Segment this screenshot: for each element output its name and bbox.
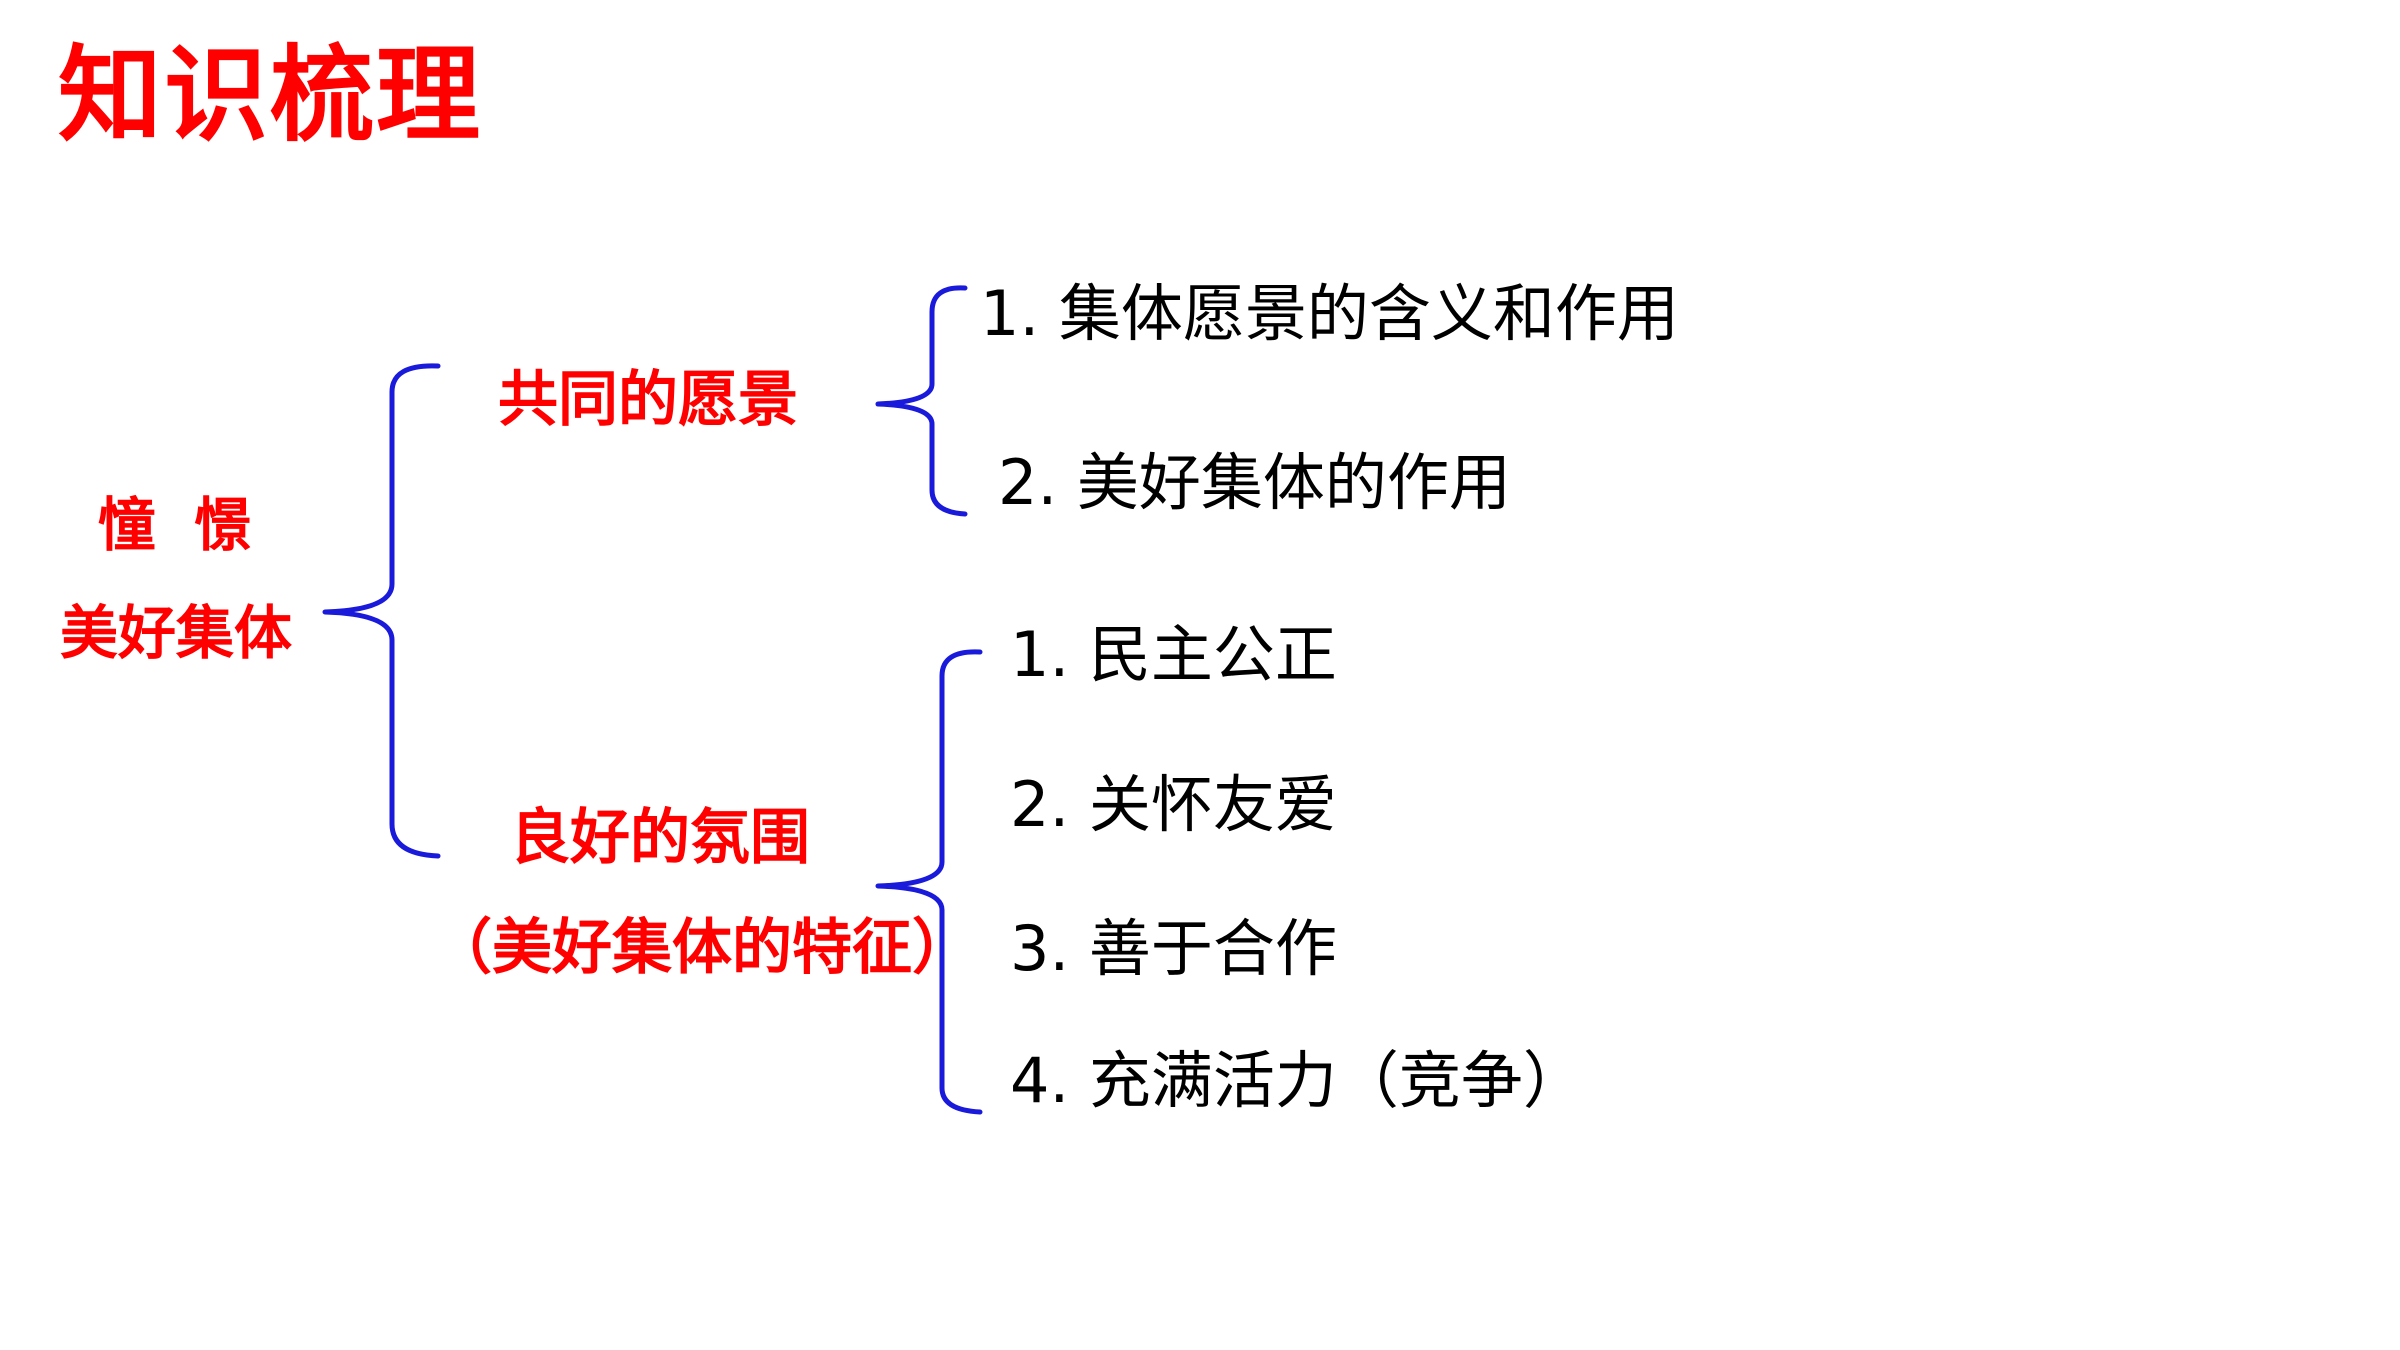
leaf-vitality: 4. 充满活力（竞争） xyxy=(1010,1044,1585,1117)
branch-good-atmosphere-note: （美好集体的特征） xyxy=(432,913,972,983)
vision-bracket xyxy=(875,285,968,517)
root-node-line1: 憧憬 xyxy=(98,491,291,559)
leaf-democracy-fairness: 1. 民主公正 xyxy=(1010,618,1337,691)
branch-good-atmosphere: 良好的氛围 xyxy=(510,803,810,873)
page-title: 知识梳理 xyxy=(58,34,483,156)
leaf-collective-role: 2. 美好集体的作用 xyxy=(998,446,1511,519)
atmosphere-bracket xyxy=(875,649,983,1115)
leaf-vision-meaning: 1. 集体愿景的含义和作用 xyxy=(980,277,1679,350)
leaf-care-friendship: 2. 关怀友爱 xyxy=(1010,768,1337,841)
leaf-cooperation: 3. 善于合作 xyxy=(1010,912,1337,985)
branch-shared-vision: 共同的愿景 xyxy=(498,365,798,435)
root-bracket xyxy=(322,363,441,859)
root-node-line2: 美好集体 xyxy=(60,599,293,667)
